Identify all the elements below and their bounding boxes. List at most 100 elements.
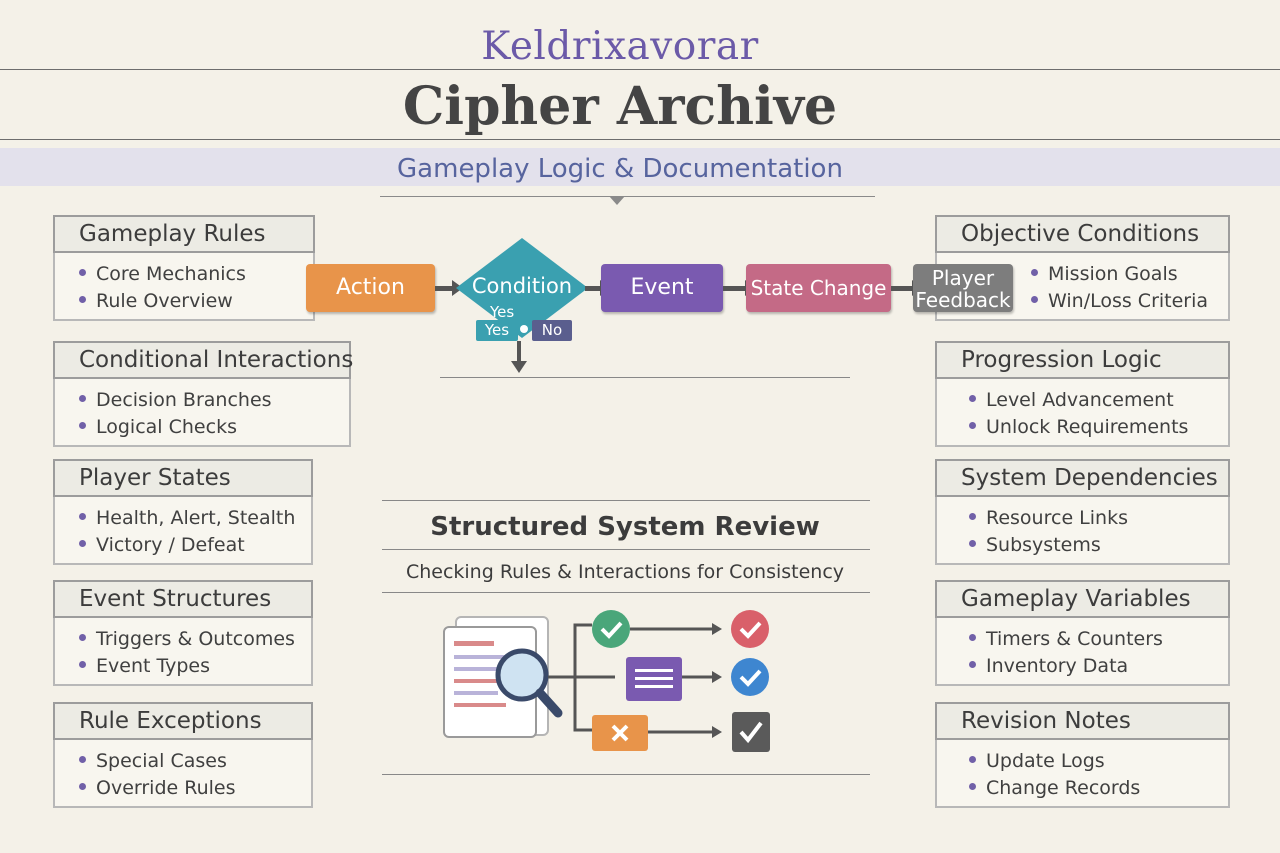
flow-arrow [585, 280, 611, 296]
bullet-icon [79, 756, 86, 763]
card-body: Triggers & Outcomes Event Types [53, 618, 313, 686]
bullet-icon [79, 540, 86, 547]
branch-no: No [532, 320, 572, 341]
bullet-icon [79, 269, 86, 276]
bullet-icon [79, 634, 86, 641]
list-item: Health, Alert, Stealth [79, 507, 295, 529]
list-item: Update Logs [969, 750, 1105, 772]
row-arrowhead [712, 671, 722, 683]
list-item: Rule Overview [79, 290, 233, 312]
flow-arrow [891, 280, 923, 296]
header-rule-bottom [0, 139, 1280, 140]
condition-diamond [456, 238, 588, 338]
list-item: Level Advancement [969, 389, 1174, 411]
review-rule-mid [382, 549, 870, 550]
list-item: Core Mechanics [79, 263, 246, 285]
card-title: Event Structures [53, 580, 313, 618]
list-item: Logical Checks [79, 416, 237, 438]
card-title: Player States [53, 459, 313, 497]
card-body: Decision Branches Logical Checks [53, 379, 351, 447]
flow-rule [440, 377, 850, 378]
subtitle-notch [609, 196, 625, 205]
row-arrowhead [712, 623, 722, 635]
checkbox-icon [732, 712, 770, 752]
review-illustration [443, 610, 770, 752]
card-body: Timers & Counters Inventory Data [935, 618, 1230, 686]
feedback-line-1: Player [931, 266, 995, 290]
flow-state-change: State Change [746, 264, 891, 312]
bullet-icon [1031, 269, 1038, 276]
header-rule-top [0, 69, 1280, 70]
bullet-icon [79, 395, 86, 402]
bullet-icon [79, 783, 86, 790]
bullet-icon [969, 783, 976, 790]
card-body: Update Logs Change Records [935, 740, 1230, 808]
check-circle-icon [592, 610, 630, 648]
list-item: Mission Goals [1031, 263, 1178, 285]
list-item: Decision Branches [79, 389, 272, 411]
bullet-icon [969, 661, 976, 668]
branch-dot [520, 325, 528, 333]
magnifier-icon [495, 648, 563, 718]
close-box-icon [592, 715, 648, 751]
flow-player-feedback: Player Feedback [913, 264, 1013, 312]
branch-down-arrow [511, 361, 527, 373]
list-item: Subsystems [969, 534, 1101, 556]
branch-yes: Yes [476, 320, 518, 341]
list-item: Override Rules [79, 777, 236, 799]
card-title: Gameplay Variables [935, 580, 1230, 618]
condition-yes-label: Yes [490, 303, 515, 321]
bullet-icon [79, 296, 86, 303]
card-body: Core Mechanics Rule Overview [53, 253, 315, 321]
review-rule-footer [382, 774, 870, 775]
card-title: Objective Conditions [935, 215, 1230, 253]
bullet-icon [1031, 296, 1038, 303]
bullet-icon [79, 661, 86, 668]
list-item: Inventory Data [969, 655, 1128, 677]
review-rule-top [382, 500, 870, 501]
card-title: Gameplay Rules [53, 215, 315, 253]
bullet-icon [969, 756, 976, 763]
bullet-icon [79, 513, 86, 520]
card-body: Special Cases Override Rules [53, 740, 313, 808]
card-title: Progression Logic [935, 341, 1230, 379]
flow-arrow [435, 280, 463, 296]
list-item: Victory / Defeat [79, 534, 245, 556]
review-subtitle: Checking Rules & Interactions for Consis… [405, 561, 845, 583]
bullet-icon [969, 395, 976, 402]
subtitle-rule [380, 196, 875, 197]
card-body: Health, Alert, Stealth Victory / Defeat [53, 497, 313, 565]
list-item: Triggers & Outcomes [79, 628, 295, 650]
bullet-icon [969, 540, 976, 547]
card-body: Resource Links Subsystems [935, 497, 1230, 565]
brand-name: Keldrixavorar [481, 24, 759, 69]
list-item: Win/Loss Criteria [1031, 290, 1208, 312]
diamond-shape [456, 238, 588, 338]
review-title: Structured System Review [430, 512, 820, 542]
list-item: Timers & Counters [969, 628, 1163, 650]
list-item: Unlock Requirements [969, 416, 1188, 438]
list-item: Special Cases [79, 750, 227, 772]
check-circle-icon-blue [731, 658, 769, 696]
bullet-icon [969, 634, 976, 641]
bullet-icon [969, 422, 976, 429]
card-body: Level Advancement Unlock Requirements [935, 379, 1230, 447]
list-item: Event Types [79, 655, 210, 677]
page-title: Cipher Archive [402, 76, 838, 137]
connector-lines [548, 623, 615, 732]
subtitle-band [0, 148, 1280, 186]
bullet-icon [79, 422, 86, 429]
page-subtitle: Gameplay Logic & Documentation [397, 154, 843, 184]
card-title: Revision Notes [935, 702, 1230, 740]
bullet-icon [969, 513, 976, 520]
flow-action: Action [306, 264, 435, 312]
list-item: Change Records [969, 777, 1140, 799]
flow-condition: Condition [471, 274, 573, 298]
feedback-line-2: Feedback [915, 288, 1011, 312]
row-arrowhead [712, 726, 722, 738]
card-title: Conditional Interactions [53, 341, 353, 379]
check-circle-icon-red [731, 610, 769, 648]
list-item: Resource Links [969, 507, 1128, 529]
card-title: Rule Exceptions [53, 702, 313, 740]
card-title: System Dependencies [935, 459, 1230, 497]
